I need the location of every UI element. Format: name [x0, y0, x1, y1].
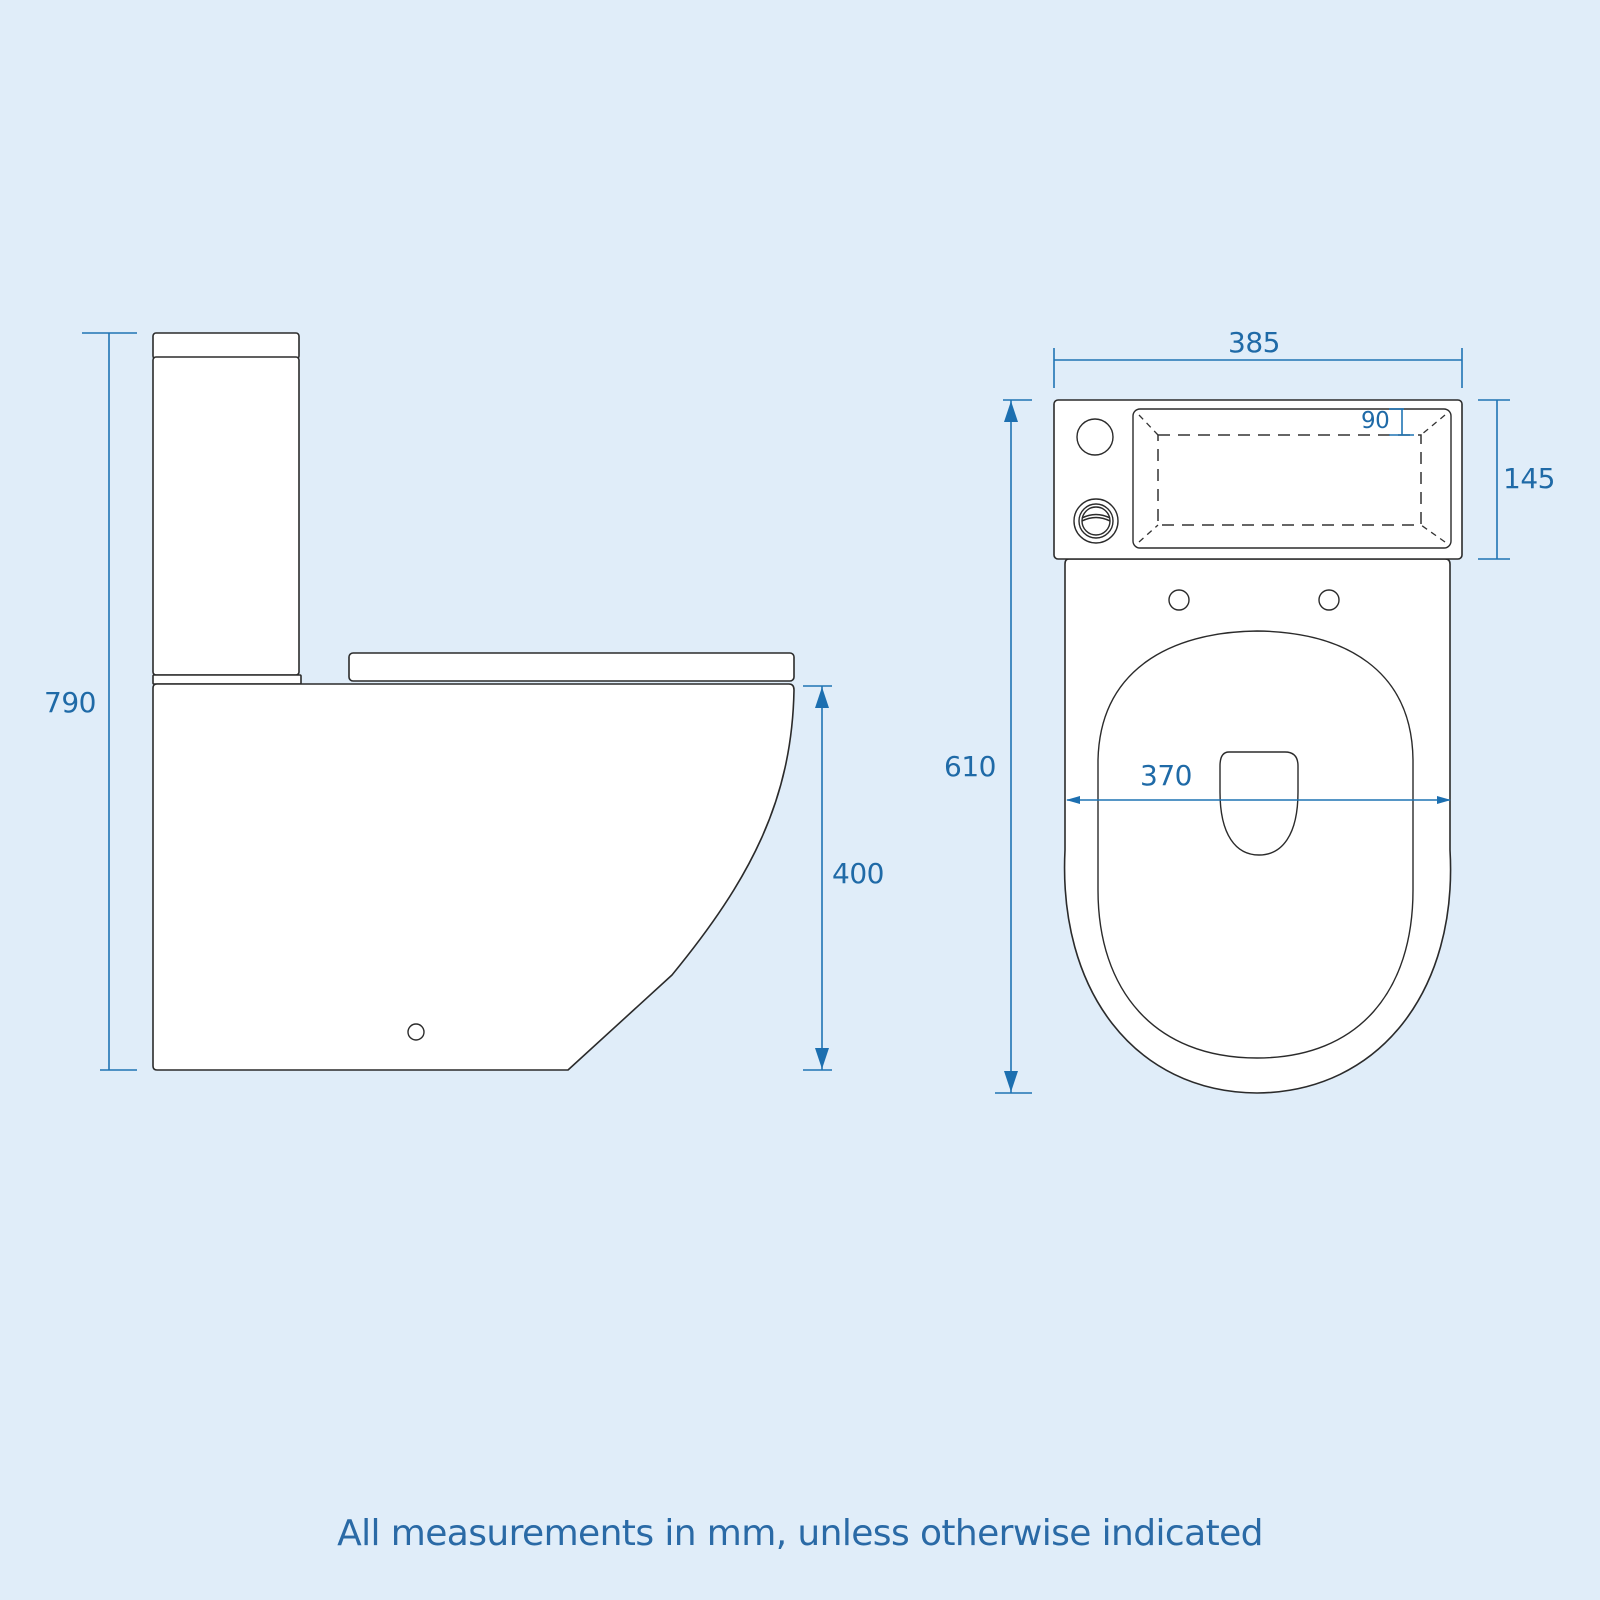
cistern-lid: [152, 332, 300, 360]
hinge-hole-right: [1318, 589, 1340, 611]
arrow-up-icon: [815, 687, 829, 708]
cistern-top: [1053, 399, 1463, 560]
side-view: [82, 332, 832, 1071]
measurement-note: All measurements in mm, unless otherwise…: [337, 1513, 1263, 1554]
arrow-up-icon: [1004, 401, 1018, 422]
dimension-label-projection: 610: [944, 750, 996, 783]
seat-lid: [348, 652, 795, 682]
arrow-left-icon: [1066, 796, 1080, 804]
arrow-down-icon: [1004, 1071, 1018, 1092]
seat-cutout: [1219, 751, 1299, 856]
dimension-label-bowl-width: 370: [1140, 759, 1192, 792]
dimension-label-height: 790: [44, 686, 96, 719]
dimension-label-cistern-depth: 145: [1503, 462, 1555, 495]
cistern-base: [152, 674, 302, 685]
dimension-label-width: 385: [1228, 326, 1280, 359]
hinge-hole-left: [1168, 589, 1190, 611]
cistern-lid-panel: [1132, 408, 1452, 549]
seat-inner: [1097, 630, 1414, 1059]
top-view: [995, 348, 1510, 1094]
inner-tank-outline: [1157, 434, 1422, 526]
dimension-label-seat-height: 400: [832, 857, 884, 890]
dimension-label-inner: 90: [1361, 408, 1390, 434]
flush-button-icon: [1073, 498, 1119, 544]
bowl-outer: [1063, 558, 1452, 1094]
arrow-right-icon: [1437, 796, 1451, 804]
arrow-down-icon: [815, 1048, 829, 1069]
inlet-circle: [1076, 418, 1114, 456]
fixing-hole: [407, 1023, 425, 1041]
cistern-body: [152, 356, 300, 676]
bowl-body: [152, 683, 795, 1071]
